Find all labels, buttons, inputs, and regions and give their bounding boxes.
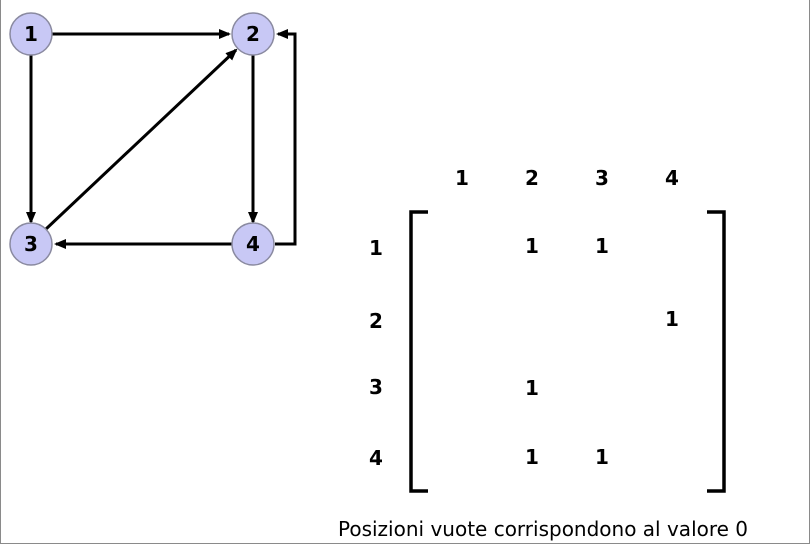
node-3: 3	[9, 222, 53, 266]
adjacency-matrix: 1 2 3 4 1 2 3 4 1 1 1 1 1 1	[369, 166, 726, 493]
matrix-cell-4-2: 1	[525, 445, 539, 469]
node-4-label: 4	[246, 232, 260, 256]
matrix-cell-3-2: 1	[525, 376, 539, 400]
node-4: 4	[231, 222, 275, 266]
node-1-label: 1	[24, 22, 38, 46]
edge-3-2	[44, 48, 238, 231]
matrix-left-bracket	[409, 210, 428, 493]
node-2: 2	[231, 12, 275, 56]
matrix-col-header-4: 4	[665, 166, 679, 190]
edge-4-2	[275, 29, 297, 246]
caption: Posizioni vuote corrispondono al valore …	[338, 517, 749, 541]
matrix-row-header-4: 4	[369, 446, 383, 470]
matrix-col-header-3: 3	[595, 166, 609, 190]
matrix-col-header-1: 1	[455, 166, 469, 190]
matrix-right-bracket	[707, 210, 726, 493]
matrix-cell-1-3: 1	[595, 234, 609, 258]
matrix-row-header-2: 2	[369, 309, 383, 333]
graph-nodes: 1 2 3 4	[9, 12, 275, 266]
matrix-cell-4-3: 1	[595, 445, 609, 469]
matrix-cell-2-4: 1	[665, 307, 679, 331]
graph-edges	[26, 29, 297, 249]
node-2-label: 2	[246, 22, 260, 46]
node-1: 1	[9, 12, 53, 56]
matrix-row-header-1: 1	[369, 236, 383, 260]
matrix-cells: 1 1 1 1 1 1	[525, 234, 679, 469]
node-3-label: 3	[24, 232, 38, 256]
matrix-row-header-3: 3	[369, 375, 383, 399]
matrix-col-header-2: 2	[525, 166, 539, 190]
matrix-cell-1-2: 1	[525, 234, 539, 258]
